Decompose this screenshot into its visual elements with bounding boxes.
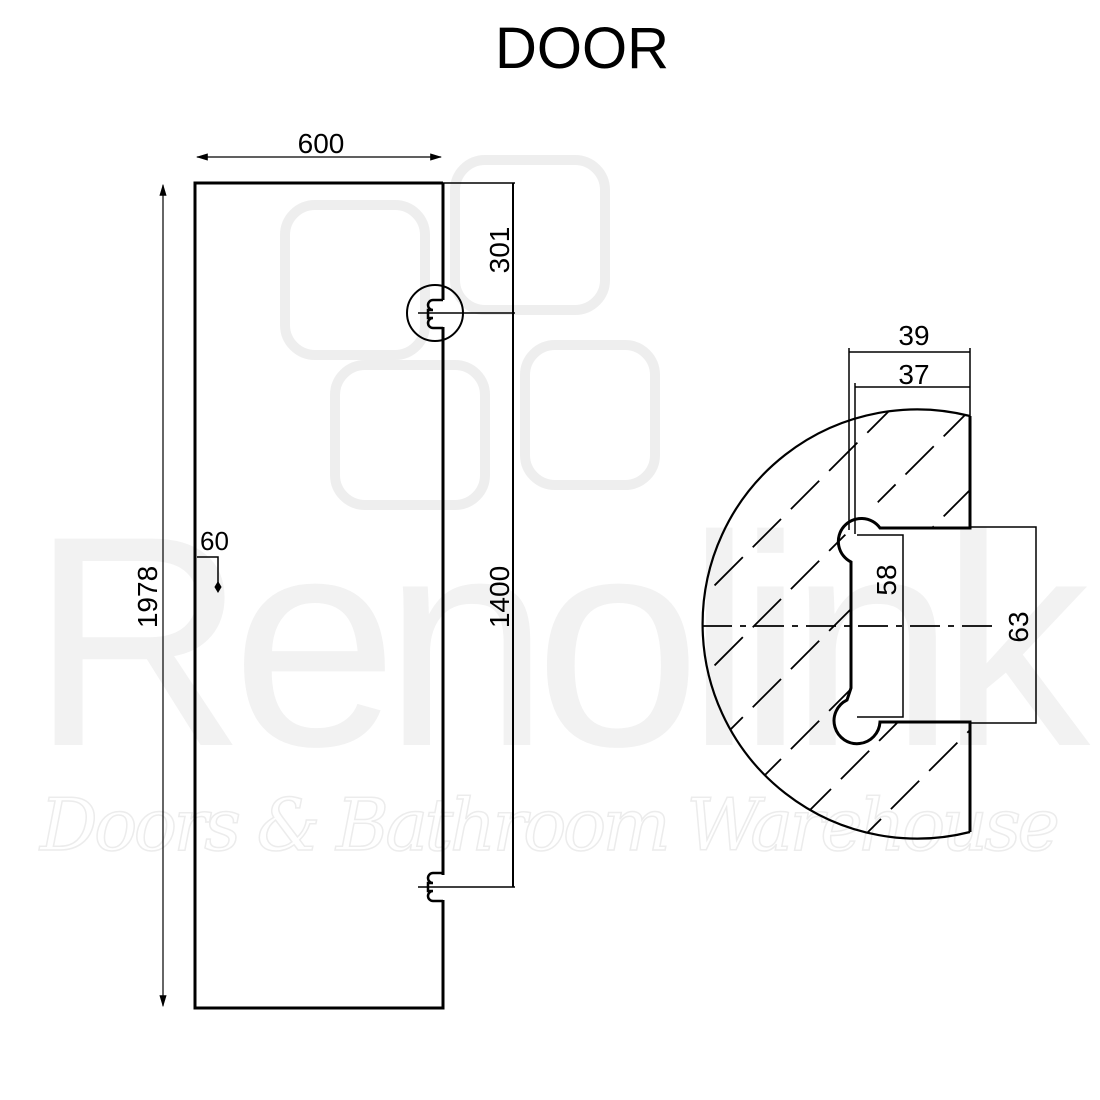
watermark-tagline: Doors & Bathroom Warehouse: [38, 783, 1060, 867]
outer-height-label: 63: [1003, 611, 1034, 642]
outer-width-label: 39: [898, 320, 929, 351]
watermark-brand: Renolink: [30, 473, 1095, 809]
handle-offset-label: 60: [200, 526, 229, 556]
inner-height-label: 58: [871, 564, 902, 595]
watermark-basin-icon: [520, 340, 660, 490]
top-hinge-notch: [426, 298, 443, 330]
inner-width-label: 37: [898, 359, 929, 390]
height-dim-label: 1978: [132, 566, 163, 628]
door-elevation: [159, 153, 515, 1010]
outer-height-dimension-line: [970, 526, 1037, 724]
width-dim-label: 600: [298, 128, 345, 159]
inner-height-dimension-line: [857, 534, 904, 718]
hinge-profile: [832, 416, 972, 832]
top-hinge-dim-label: 301: [484, 227, 515, 274]
drawing-title: DOOR: [495, 16, 669, 81]
watermark-bath-icon: [330, 360, 490, 510]
hinge-spacing-dim-label: 1400: [484, 566, 515, 628]
watermark-door-icon: [280, 200, 430, 360]
watermark-shower-icon: [450, 155, 610, 315]
handle-marker: [197, 556, 219, 586]
door-outline: [193, 181, 445, 1010]
watermark: Renolink Doors & Bathroom Warehouse: [30, 155, 1095, 868]
